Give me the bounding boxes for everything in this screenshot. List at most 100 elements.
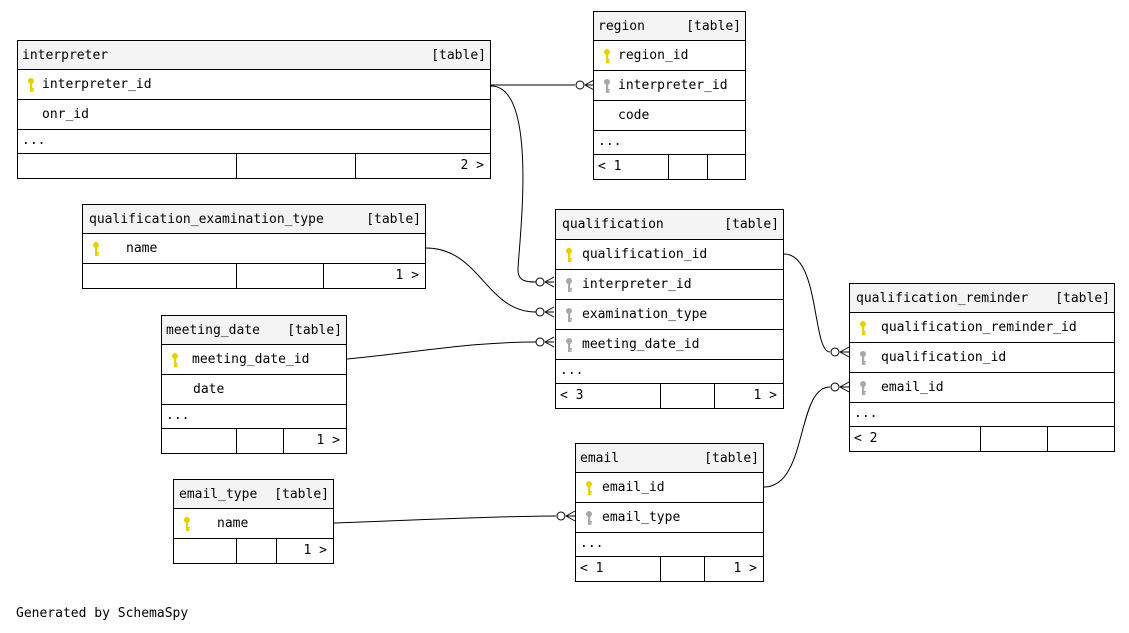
column-row-interpreter-id[interactable]: interpreter_id — [18, 70, 490, 100]
column-name: qualification_id — [582, 247, 708, 262]
table-region[interactable]: region [table] region_id interpreter_id … — [593, 11, 746, 180]
relationship-line — [346, 341, 537, 360]
column-name: onr_id — [42, 107, 89, 122]
table-qualification-reminder[interactable]: qualification_reminder [table] qualifica… — [849, 283, 1115, 452]
column-row-name[interactable]: name — [83, 234, 425, 264]
parents-count[interactable]: < 2 — [854, 431, 878, 446]
column-row-qualification-id[interactable]: qualification_id — [850, 343, 1114, 373]
table-footer: 2 > — [18, 154, 490, 178]
table-header[interactable]: qualification_examination_type [table] — [83, 205, 425, 234]
table-name: region — [598, 19, 645, 34]
column-row-date[interactable]: date — [162, 375, 346, 405]
children-count[interactable]: 1 > — [303, 543, 327, 558]
table-name: meeting_date — [166, 323, 260, 338]
table-header[interactable]: qualification_reminder [table] — [850, 284, 1114, 313]
table-footer: 1 > — [83, 264, 425, 288]
table-header[interactable]: email_type [table] — [174, 480, 333, 509]
table-type: [table] — [287, 323, 342, 338]
generated-by-footer: Generated by SchemaSpy — [16, 606, 189, 621]
table-qualification-examination-type[interactable]: qualification_examination_type [table] n… — [82, 204, 426, 289]
column-row-meeting-date-id[interactable]: meeting_date_id — [556, 330, 783, 360]
relationship-line — [333, 515, 557, 524]
column-row-code[interactable]: code — [594, 101, 745, 131]
column-name: date — [193, 382, 225, 397]
more-columns-ellipsis: ... — [850, 403, 1114, 427]
column-row-email-id[interactable]: email_id — [576, 473, 763, 503]
table-header[interactable]: email [table] — [576, 444, 763, 473]
relationship-line — [425, 247, 537, 313]
crows-foot-icon — [839, 346, 850, 358]
column-name: email_id — [881, 380, 944, 395]
foreign-key-icon — [564, 337, 574, 357]
column-name: name — [126, 241, 158, 256]
children-count[interactable]: 1 > — [733, 561, 757, 576]
children-count[interactable]: 1 > — [395, 268, 419, 283]
children-count[interactable]: 2 > — [460, 158, 484, 173]
table-email-type[interactable]: email_type [table] name 1 > — [173, 479, 334, 564]
table-header[interactable]: region [table] — [594, 12, 745, 41]
column-name: interpreter_id — [42, 77, 152, 92]
parents-count[interactable]: < 3 — [560, 388, 584, 403]
more-columns-ellipsis: ... — [594, 131, 745, 155]
table-email[interactable]: email [table] email_id email_type ... < … — [575, 443, 764, 582]
column-row-examination-type[interactable]: examination_type — [556, 300, 783, 330]
column-row-qualification-reminder-id[interactable]: qualification_reminder_id — [850, 313, 1114, 343]
table-meeting-date[interactable]: meeting_date [table] meeting_date_id dat… — [161, 315, 347, 454]
column-name: meeting_date_id — [192, 352, 310, 367]
children-count[interactable]: 1 > — [316, 433, 340, 448]
column-row-interpreter-id[interactable]: interpreter_id — [556, 270, 783, 300]
table-footer: < 3 1 > — [556, 384, 783, 408]
column-name: interpreter_id — [582, 277, 692, 292]
primary-key-icon — [91, 241, 101, 261]
table-name: qualification_examination_type — [89, 212, 324, 227]
table-footer: 1 > — [162, 429, 346, 453]
parents-count[interactable]: < 1 — [598, 159, 622, 174]
crows-foot-icon — [544, 336, 555, 348]
table-interpreter[interactable]: interpreter [table] interpreter_id onr_i… — [17, 40, 491, 179]
crows-foot-icon — [584, 79, 595, 91]
column-name: interpreter_id — [618, 78, 728, 93]
column-name: qualification_id — [881, 350, 1007, 365]
table-type: [table] — [1055, 291, 1110, 306]
table-header[interactable]: meeting_date [table] — [162, 316, 346, 345]
foreign-key-icon — [564, 307, 574, 327]
table-type: [table] — [704, 451, 759, 466]
optional-circle-icon — [575, 80, 585, 90]
table-header[interactable]: qualification [table] — [556, 210, 783, 240]
column-name: code — [618, 108, 650, 123]
column-row-name[interactable]: name — [174, 509, 333, 539]
column-name: qualification_reminder_id — [881, 320, 1077, 335]
column-row-email-type[interactable]: email_type — [576, 503, 763, 533]
column-name: email_id — [602, 480, 665, 495]
column-name: meeting_date_id — [582, 337, 700, 352]
column-row-meeting-date-id[interactable]: meeting_date_id — [162, 345, 346, 375]
table-header[interactable]: interpreter [table] — [18, 41, 490, 70]
column-row-qualification-id[interactable]: qualification_id — [556, 240, 783, 270]
table-qualification[interactable]: qualification [table] qualification_id i… — [555, 209, 784, 409]
table-name: email — [580, 451, 620, 466]
foreign-key-icon — [564, 277, 574, 297]
primary-key-icon — [26, 77, 36, 97]
table-footer: < 1 — [594, 155, 745, 179]
parents-count[interactable]: < 1 — [580, 561, 604, 576]
column-row-email-id[interactable]: email_id — [850, 373, 1114, 403]
optional-circle-icon — [535, 307, 545, 317]
relationship-line — [763, 386, 831, 488]
column-row-region-id[interactable]: region_id — [594, 41, 745, 71]
primary-key-icon — [182, 516, 192, 536]
more-columns-ellipsis: ... — [556, 360, 783, 384]
table-footer: < 1 1 > — [576, 557, 763, 581]
table-name: qualification — [562, 217, 664, 232]
relationship-line — [490, 85, 537, 283]
column-row-onr-id[interactable]: onr_id — [18, 100, 490, 130]
optional-circle-icon — [556, 511, 566, 521]
children-count[interactable]: 1 > — [753, 388, 777, 403]
column-row-interpreter-id[interactable]: interpreter_id — [594, 71, 745, 101]
table-type: [table] — [274, 487, 329, 502]
relationship-line — [783, 253, 831, 353]
column-name: region_id — [618, 48, 689, 63]
foreign-key-icon — [584, 510, 594, 530]
optional-circle-icon — [535, 277, 545, 287]
table-type: [table] — [431, 48, 486, 63]
crows-foot-icon — [544, 306, 555, 318]
